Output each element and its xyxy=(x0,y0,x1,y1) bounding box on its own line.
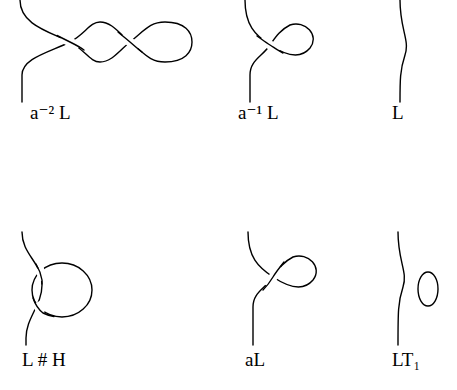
formula-label: a⁻¹ L xyxy=(238,103,279,124)
knot-strand xyxy=(400,0,406,102)
unknot-circle xyxy=(418,272,438,306)
formula-label: L xyxy=(392,103,404,124)
over-strand xyxy=(57,36,84,51)
over-strand xyxy=(36,264,42,284)
knot-strand xyxy=(245,0,313,102)
knot-loop xyxy=(32,263,92,317)
over-strand xyxy=(33,298,54,317)
knot-strand xyxy=(398,232,404,345)
knot-strand xyxy=(20,0,192,102)
formula-label: L # H xyxy=(22,350,66,371)
over-strand xyxy=(257,36,283,53)
over-strand xyxy=(263,262,284,290)
formula-label: aL xyxy=(245,350,265,371)
over-strand xyxy=(118,32,142,52)
formula-label: a⁻² L xyxy=(30,103,71,124)
knot-strand xyxy=(248,232,316,345)
formula-label: LT₁ xyxy=(392,350,420,371)
